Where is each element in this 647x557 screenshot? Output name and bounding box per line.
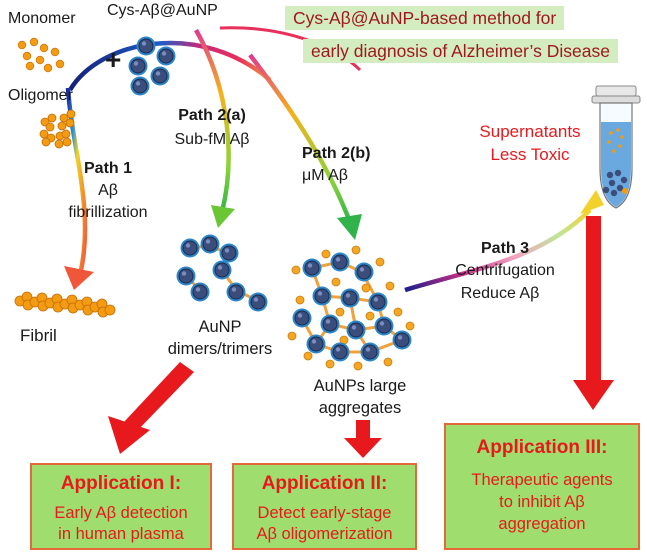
path3-desc-1: Centrifugation <box>455 262 555 279</box>
path2a-arrow-line <box>194 28 231 213</box>
application-2-line-1: Detect early-stage <box>257 504 392 522</box>
dimers-label-2: dimers/trimers <box>167 340 273 358</box>
path1-desc-1: Aβ <box>98 182 118 199</box>
path2a-label: Path 2(a) <box>178 107 246 124</box>
application-3-box: Application III: Therapeutic agents to i… <box>444 423 640 550</box>
path2b-desc: μM Aβ <box>302 167 348 184</box>
application-3-line-3: aggregation <box>498 515 586 533</box>
application-1-box: Application I: Early Aβ detection in hum… <box>30 463 212 550</box>
supernatants-label-2: Less Toxic <box>490 145 570 164</box>
application-2-box: Application II: Detect early-stage Aβ ol… <box>232 463 417 550</box>
application-1-line-2: in human plasma <box>58 525 184 543</box>
path2b-arrow-line <box>248 53 353 223</box>
title-line-2: early diagnosis of Alzheimer’s Disease <box>303 39 618 63</box>
plus-sign: + <box>105 44 122 75</box>
path2a-arrowhead <box>211 205 235 228</box>
aunp-large-aggregates <box>287 245 415 371</box>
path1-label: Path 1 <box>83 160 133 177</box>
aggregates-label-2: aggregates <box>318 399 402 417</box>
application-1-title: Application I: <box>60 473 182 494</box>
application-1-text: Early Aβ detection in human plasma <box>32 503 210 545</box>
path3-arrow-line <box>404 208 592 293</box>
red-arrow-app2 <box>344 420 382 458</box>
dimers-label-1: AuNP <box>198 318 242 336</box>
path1-desc-2: fibrillization <box>68 204 148 221</box>
application-2-title: Application II: <box>261 473 388 494</box>
red-arrow-app3 <box>573 216 614 410</box>
monomer-label: Monomer <box>8 10 76 27</box>
application-3-text: Therapeutic agents to inhibit Aβ aggrega… <box>446 469 638 535</box>
centrifuge-tube-image <box>591 85 641 209</box>
path3-label: Path 3 <box>480 240 530 257</box>
path3-desc-2: Reduce Aβ <box>460 285 540 302</box>
monomer-dots <box>17 37 65 73</box>
fibril-image <box>14 291 116 318</box>
oligomer-clusters <box>39 109 76 149</box>
application-2-line-2: Aβ oligomerization <box>256 525 393 543</box>
path2b-arrowhead <box>337 214 362 240</box>
application-3-title: Application III: <box>476 437 608 458</box>
oligomer-label: Oligomer <box>8 87 73 104</box>
path2b-label: Path 2(b) <box>302 145 371 162</box>
cys-abeta-aunp-label: Cys-Aβ@AuNP <box>107 2 218 19</box>
application-3-line-1: Therapeutic agents <box>471 471 613 489</box>
fibril-label: Fibril <box>20 326 57 345</box>
aggregates-label-1: AuNPs large <box>313 377 407 395</box>
title-line-1: Cys-Aβ@AuNP-based method for <box>285 6 565 30</box>
application-1-line-1: Early Aβ detection <box>54 504 188 522</box>
red-arrow-app1 <box>108 362 194 454</box>
aunp-dimers-trimers <box>176 234 268 312</box>
application-2-text: Detect early-stage Aβ oligomerization <box>234 503 415 545</box>
supernatants-label-1: Supernatants <box>479 122 581 141</box>
path1-arrowhead <box>64 266 94 290</box>
path2a-desc: Sub-fM Aβ <box>174 131 250 148</box>
path3-arrowhead <box>580 190 604 214</box>
application-3-line-2: to inhibit Aβ <box>499 493 585 511</box>
